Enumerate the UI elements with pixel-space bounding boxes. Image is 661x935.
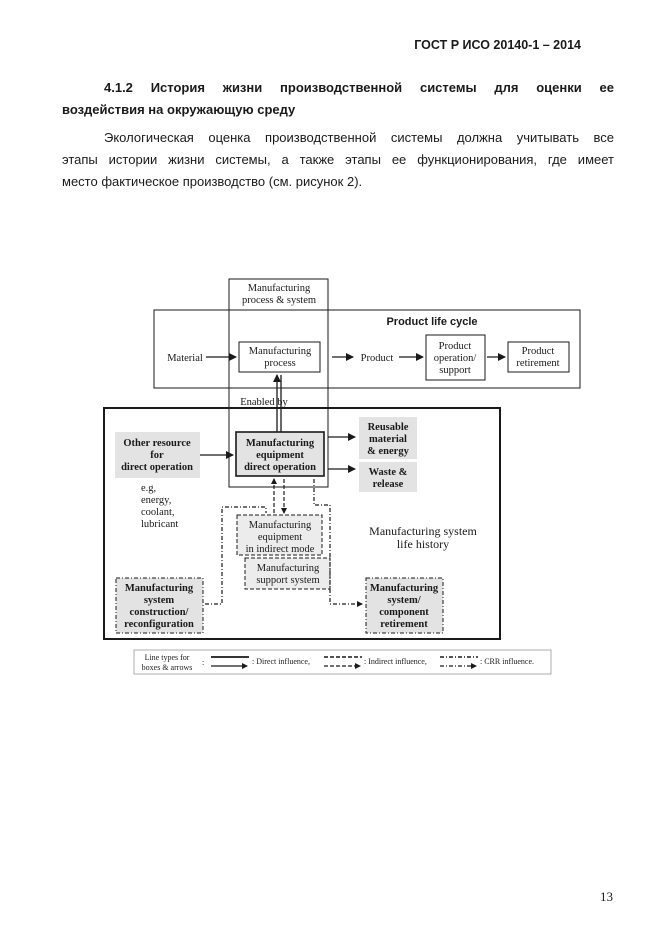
legend-indirect: : Indirect influence,	[364, 657, 427, 666]
example-line-4: lubricant	[141, 519, 178, 530]
retirement-crr-arrow	[313, 479, 363, 607]
mfg-system-life-history-frame	[103, 407, 501, 640]
mfg-process-system-label-1: Manufacturing	[248, 283, 311, 294]
mfg-process-system-frame	[228, 278, 329, 488]
construction-label-1: Manufacturing	[125, 583, 194, 594]
legend-crr: : CRR influence.	[480, 657, 534, 666]
equipment-indirect-label-1: Manufacturing	[249, 520, 312, 531]
equipment-indirect-box	[236, 514, 323, 556]
mfg-process-system-label-2: process & system	[242, 295, 316, 306]
paragraph-line-1: Экологическая оценка производственной си…	[104, 130, 614, 145]
example-line-3: coolant,	[141, 507, 175, 518]
other-resource-label-3: direct operation	[121, 462, 193, 473]
legend-direct: : Direct influence,	[252, 657, 310, 666]
section-heading-line-2: воздействия на окружающую среду	[62, 102, 296, 117]
section-heading: 4.1.2 История жизни производственной сис…	[62, 77, 614, 121]
reusable-label-3: & energy	[367, 446, 409, 457]
system-retirement-box	[365, 577, 444, 634]
product-operation-box	[425, 334, 486, 381]
example-line-2: energy,	[141, 495, 171, 506]
system-retirement-label-2: system/	[387, 595, 421, 606]
legend-title-2: boxes & arrows	[142, 663, 193, 672]
paragraph-line-3: место фактическое производство (см. рису…	[62, 174, 363, 189]
line-types-legend: Line types for boxes & arrows : : Direct…	[133, 649, 552, 675]
product-life-cycle-label: Product life cycle	[386, 316, 477, 328]
reusable-box	[359, 417, 417, 459]
other-resource-box	[115, 432, 200, 478]
section-heading-line-1: 4.1.2 История жизни производственной сис…	[104, 80, 614, 95]
product-operation-label-2: operation/	[434, 353, 477, 364]
construction-box	[115, 577, 204, 634]
support-system-label-2: support system	[256, 575, 319, 586]
product-operation-label-3: support	[439, 365, 471, 376]
construction-label-3: construction/	[130, 607, 190, 618]
example-line-1: e.g,	[141, 483, 156, 494]
product-operation-label-1: Product	[439, 341, 472, 352]
page-number: 13	[600, 889, 613, 904]
support-system-label-1: Manufacturing	[257, 563, 320, 574]
product-retirement-box	[507, 341, 570, 373]
paragraph-line-2: этапы истории жизни системы, а также эта…	[62, 152, 614, 167]
construction-label-2: system	[144, 595, 175, 606]
construction-label-4: reconfiguration	[124, 619, 194, 630]
material-label: Material	[167, 353, 203, 364]
body-paragraph: Экологическая оценка производственной си…	[62, 127, 614, 193]
legend-title-1: Line types for	[145, 653, 190, 662]
equipment-indirect-label-3: in indirect mode	[246, 544, 315, 555]
waste-label-2: release	[373, 479, 404, 490]
other-resource-label-1: Other resource	[123, 438, 191, 449]
waste-box	[359, 462, 417, 492]
system-retirement-label-3: component	[379, 607, 429, 618]
equipment-direct-label-1: Manufacturing	[246, 438, 315, 449]
construction-crr-line	[205, 506, 267, 605]
product-label: Product	[361, 353, 394, 364]
equipment-direct-label-3: direct operation	[244, 462, 316, 473]
reusable-label-1: Reusable	[368, 422, 409, 433]
life-history-label-1: Manufacturing system	[369, 524, 477, 538]
support-system-box	[244, 557, 331, 590]
product-retirement-label-1: Product	[522, 346, 555, 357]
equipment-direct-label-2: equipment	[256, 450, 304, 461]
enabled-by-label: Enabled by	[240, 397, 288, 408]
reusable-label-2: material	[369, 434, 407, 445]
mfg-process-box	[238, 341, 321, 373]
product-retirement-label-2: retirement	[516, 358, 559, 369]
equipment-direct-box	[235, 431, 325, 477]
system-retirement-label-4: retirement	[380, 619, 428, 630]
mfg-process-label-2: process	[264, 358, 296, 369]
waste-label-1: Waste &	[369, 467, 408, 478]
life-history-label-2: life history	[397, 537, 449, 551]
other-resource-label-2: for	[150, 450, 164, 461]
system-retirement-label-1: Manufacturing	[370, 583, 439, 594]
equipment-indirect-label-2: equipment	[258, 532, 302, 543]
legend-colon: :	[202, 658, 204, 667]
mfg-process-label-1: Manufacturing	[249, 346, 312, 357]
document-number-header: ГОСТ Р ИСО 20140-1 – 2014	[414, 38, 581, 52]
